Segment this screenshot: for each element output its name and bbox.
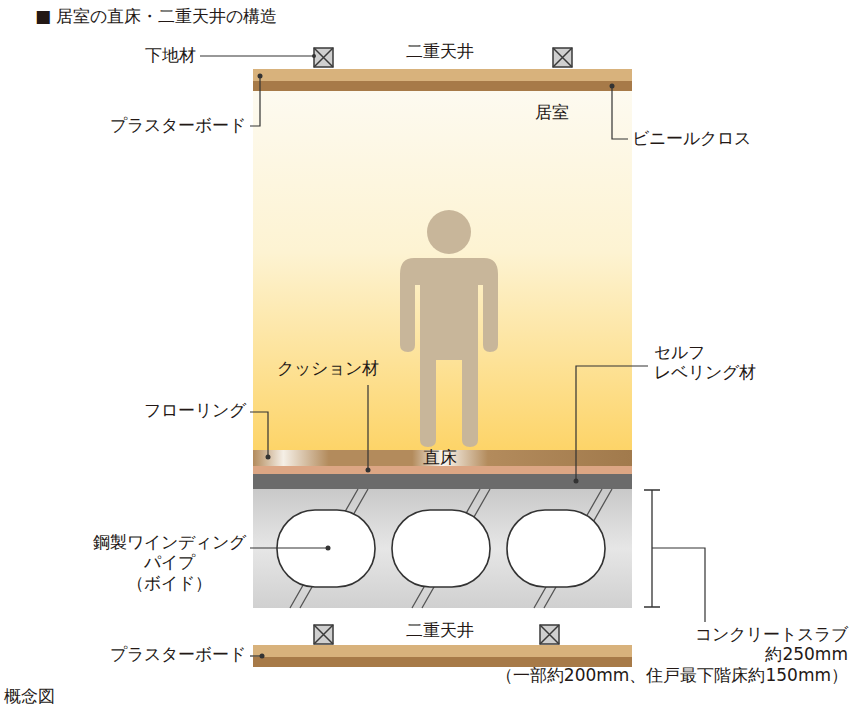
plaster-board xyxy=(253,69,632,81)
dimension-note: コンクリートスラブ 約250mm （一部約200mm、住戸最下階床約150mm） xyxy=(496,624,848,685)
cushion-layer xyxy=(253,466,632,474)
part-label: セルフ レベリング材 xyxy=(654,342,756,383)
room-label: 居室 xyxy=(535,102,569,122)
person-figure xyxy=(400,210,498,447)
leader-line xyxy=(200,56,705,656)
diagram-title: ■ 居室の直床・二重天井の構造 xyxy=(35,6,277,26)
part-label: 二重天井 xyxy=(406,41,474,61)
part-label: フローリング xyxy=(144,400,246,420)
winding-pipe xyxy=(277,510,605,587)
room-space xyxy=(253,91,632,450)
part-label: クッション材 xyxy=(277,358,379,378)
part-label: ビニールクロス xyxy=(632,128,751,148)
self-leveling-layer xyxy=(253,474,632,489)
part-label: 鋼製ワインディング パイプ （ボイド） xyxy=(93,532,246,593)
leader-dot xyxy=(258,54,615,659)
diagram-caption: 概念図 xyxy=(4,686,55,706)
part-label: プラスターボード xyxy=(110,644,246,664)
plaster-board xyxy=(253,645,632,657)
floor-label: 直床 xyxy=(423,447,457,467)
part-label: 下地材 xyxy=(145,45,196,65)
part-label: プラスターボード xyxy=(110,115,246,135)
part-label: 二重天井 xyxy=(406,620,474,640)
vinyl-cloth xyxy=(253,81,632,91)
